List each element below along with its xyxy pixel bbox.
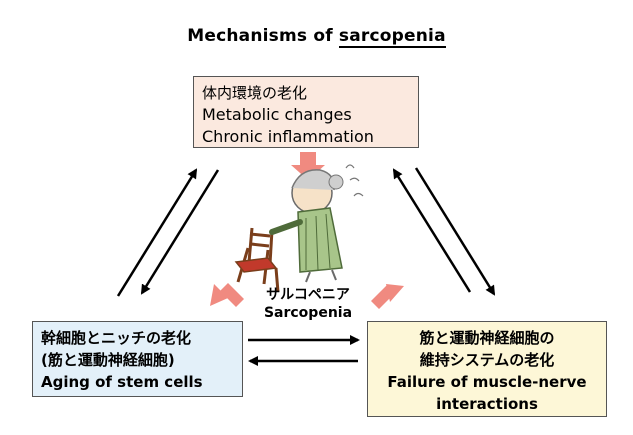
sarcopenia-label: サルコペニア Sarcopenia — [248, 286, 368, 322]
arrow-left-up — [116, 168, 198, 297]
title-prefix: Mechanisms of — [187, 26, 339, 46]
right-box-line3: Failure of muscle-nerve — [387, 373, 587, 391]
arrow-left-down — [140, 169, 220, 295]
sarcopenia-label-en: Sarcopenia — [263, 305, 353, 321]
sarcopenia-label-jp: サルコペニア — [266, 287, 350, 303]
right-box-line4: interactions — [436, 395, 538, 413]
arrow-right-up — [392, 168, 472, 293]
left-box-line2: (筋と運動神経細胞) — [41, 351, 175, 369]
stem-cell-aging-box: 幹細胞とニッチの老化 (筋と運動神経細胞) Aging of stem cell… — [32, 321, 243, 397]
top-box-line1: 体内環境の老化 — [202, 84, 308, 102]
arrow-right-down — [414, 167, 496, 296]
muscle-nerve-failure-box: 筋と運動神経細胞の 維持システムの老化 Failure of muscle-ne… — [367, 321, 607, 417]
right-box-line2: 維持システムの老化 — [419, 351, 555, 369]
pink-arrow-lower-right — [371, 284, 404, 309]
diagram-title: Mechanisms of sarcopenia — [0, 26, 633, 48]
left-box-line3: Aging of stem cells — [41, 373, 203, 391]
metabolic-changes-box: 体内環境の老化 Metabolic changes Chronic inflam… — [193, 76, 419, 148]
top-box-line3: Chronic inflammation — [202, 127, 374, 146]
elderly-person-illustration — [269, 164, 364, 283]
left-box-line1: 幹細胞とニッチの老化 — [41, 329, 192, 347]
chair-illustration — [234, 227, 280, 293]
top-box-line2: Metabolic changes — [202, 105, 352, 124]
right-box-line1: 筋と運動神経細胞の — [419, 329, 555, 347]
pink-arrow-down — [291, 152, 325, 180]
pink-arrow-lower-left — [210, 283, 244, 307]
title-emphasis: sarcopenia — [338, 26, 446, 48]
